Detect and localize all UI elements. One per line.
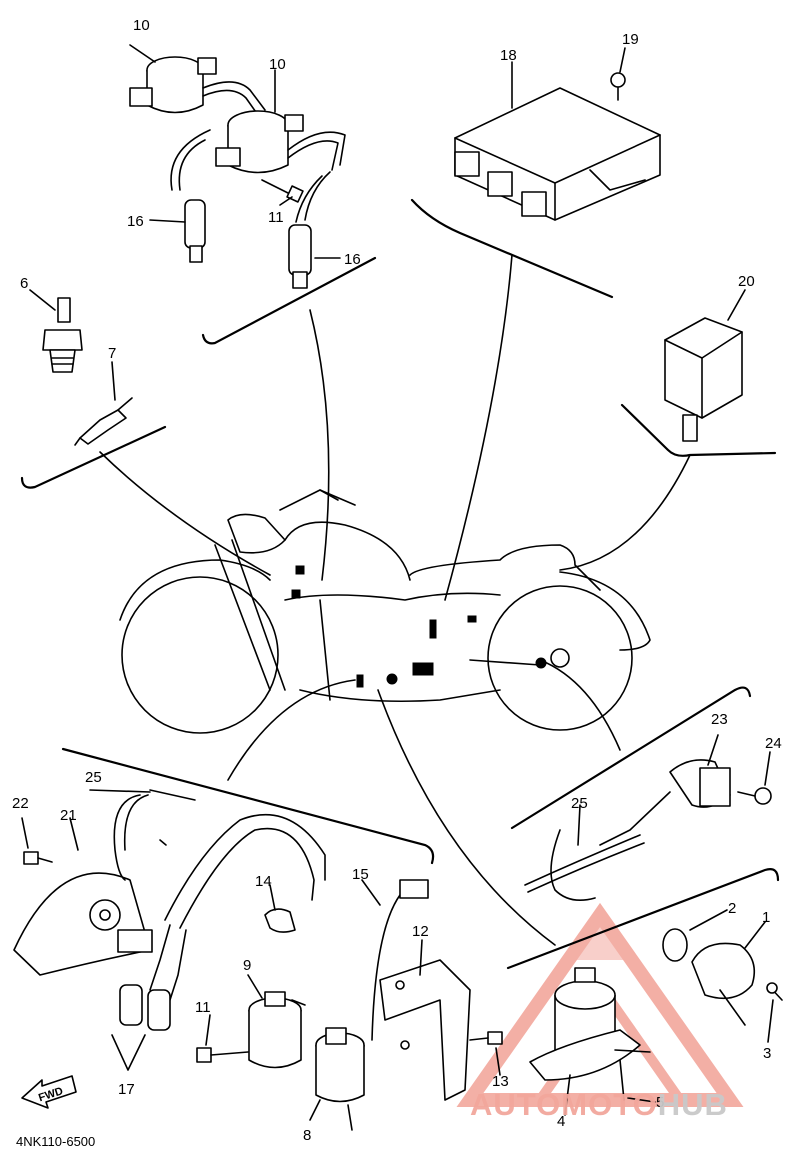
callout-1: 1 <box>762 909 770 926</box>
callout-12: 12 <box>412 923 429 940</box>
callout-10-b: 10 <box>269 56 286 73</box>
leader-curves <box>99 254 691 946</box>
watermark-text: AUTOMOTOHUB <box>470 1087 728 1122</box>
spark-plug-cap-right <box>288 171 331 289</box>
starter-relay <box>529 967 651 1101</box>
callout-9: 9 <box>243 957 251 974</box>
bolt-upper <box>261 179 304 203</box>
speed-sensor <box>599 759 731 846</box>
callout-25-a: 25 <box>85 769 102 786</box>
callout-16-b: 16 <box>344 251 361 268</box>
callout-6: 6 <box>20 275 28 292</box>
callout-17: 17 <box>118 1081 135 1098</box>
bolt-13 <box>469 1031 503 1045</box>
ignition-coil-9 <box>248 991 306 1069</box>
callout-13: 13 <box>492 1073 509 1090</box>
cover-plate <box>691 942 756 1026</box>
ignition-coil-lower <box>215 110 346 174</box>
thermo-switch <box>42 297 83 373</box>
callout-21: 21 <box>60 807 77 824</box>
callout-15: 15 <box>352 866 369 883</box>
callout-16-a: 16 <box>127 213 144 230</box>
relay-unit <box>664 317 743 442</box>
watermark-text-part1: AUTOMOTO <box>470 1087 658 1122</box>
callout-23: 23 <box>711 711 728 728</box>
horn <box>13 872 153 976</box>
wire-harness-left <box>113 789 196 881</box>
callout-14: 14 <box>255 873 272 890</box>
temperature-sensor <box>74 397 133 446</box>
callout-18: 18 <box>500 47 517 64</box>
ignition-coil-8 <box>315 1027 365 1131</box>
callout-2: 2 <box>728 900 736 917</box>
bolt-lower <box>196 1047 249 1063</box>
svg-text:AUTOMOTOHUB: AUTOMOTOHUB <box>470 1087 728 1122</box>
clip <box>264 908 296 933</box>
screw-19 <box>610 72 626 101</box>
leader-lines <box>21 44 774 1121</box>
forward-direction-arrow: FWD <box>21 1075 77 1109</box>
callout-25-b: 25 <box>571 795 588 812</box>
callout-8: 8 <box>303 1127 311 1144</box>
group-brackets <box>20 198 780 970</box>
screw-3 <box>766 982 783 1001</box>
callout-11-a: 11 <box>268 209 284 226</box>
bracket <box>379 959 471 1101</box>
o-ring <box>662 928 688 962</box>
spark-plug-cap-left <box>170 129 211 263</box>
ignition-coil-upper <box>129 56 266 116</box>
callout-3: 3 <box>763 1045 771 1062</box>
callout-labels: 10 10 16 11 16 18 19 20 6 7 25 22 21 14 … <box>12 17 782 1144</box>
bolt-22 <box>23 851 53 865</box>
high-tension-leads <box>119 813 326 1031</box>
callout-11-b: 11 <box>195 999 211 1016</box>
bolt-24 <box>737 787 772 805</box>
drawing-code: 4NK110-6500 <box>16 1134 95 1149</box>
watermark-text-part2: HUB <box>658 1087 728 1122</box>
callout-5: 5 <box>656 1094 664 1111</box>
callout-19: 19 <box>622 31 639 48</box>
callout-24: 24 <box>765 735 782 752</box>
callout-10-a: 10 <box>133 17 150 34</box>
callout-20: 20 <box>738 273 755 290</box>
wire-harness-right <box>524 829 645 901</box>
wire-15 <box>371 879 429 1041</box>
callout-22: 22 <box>12 795 29 812</box>
ignitor-unit <box>454 87 661 221</box>
callout-7: 7 <box>108 345 116 362</box>
motorcycle-outline <box>119 489 651 734</box>
callout-4: 4 <box>557 1113 565 1130</box>
